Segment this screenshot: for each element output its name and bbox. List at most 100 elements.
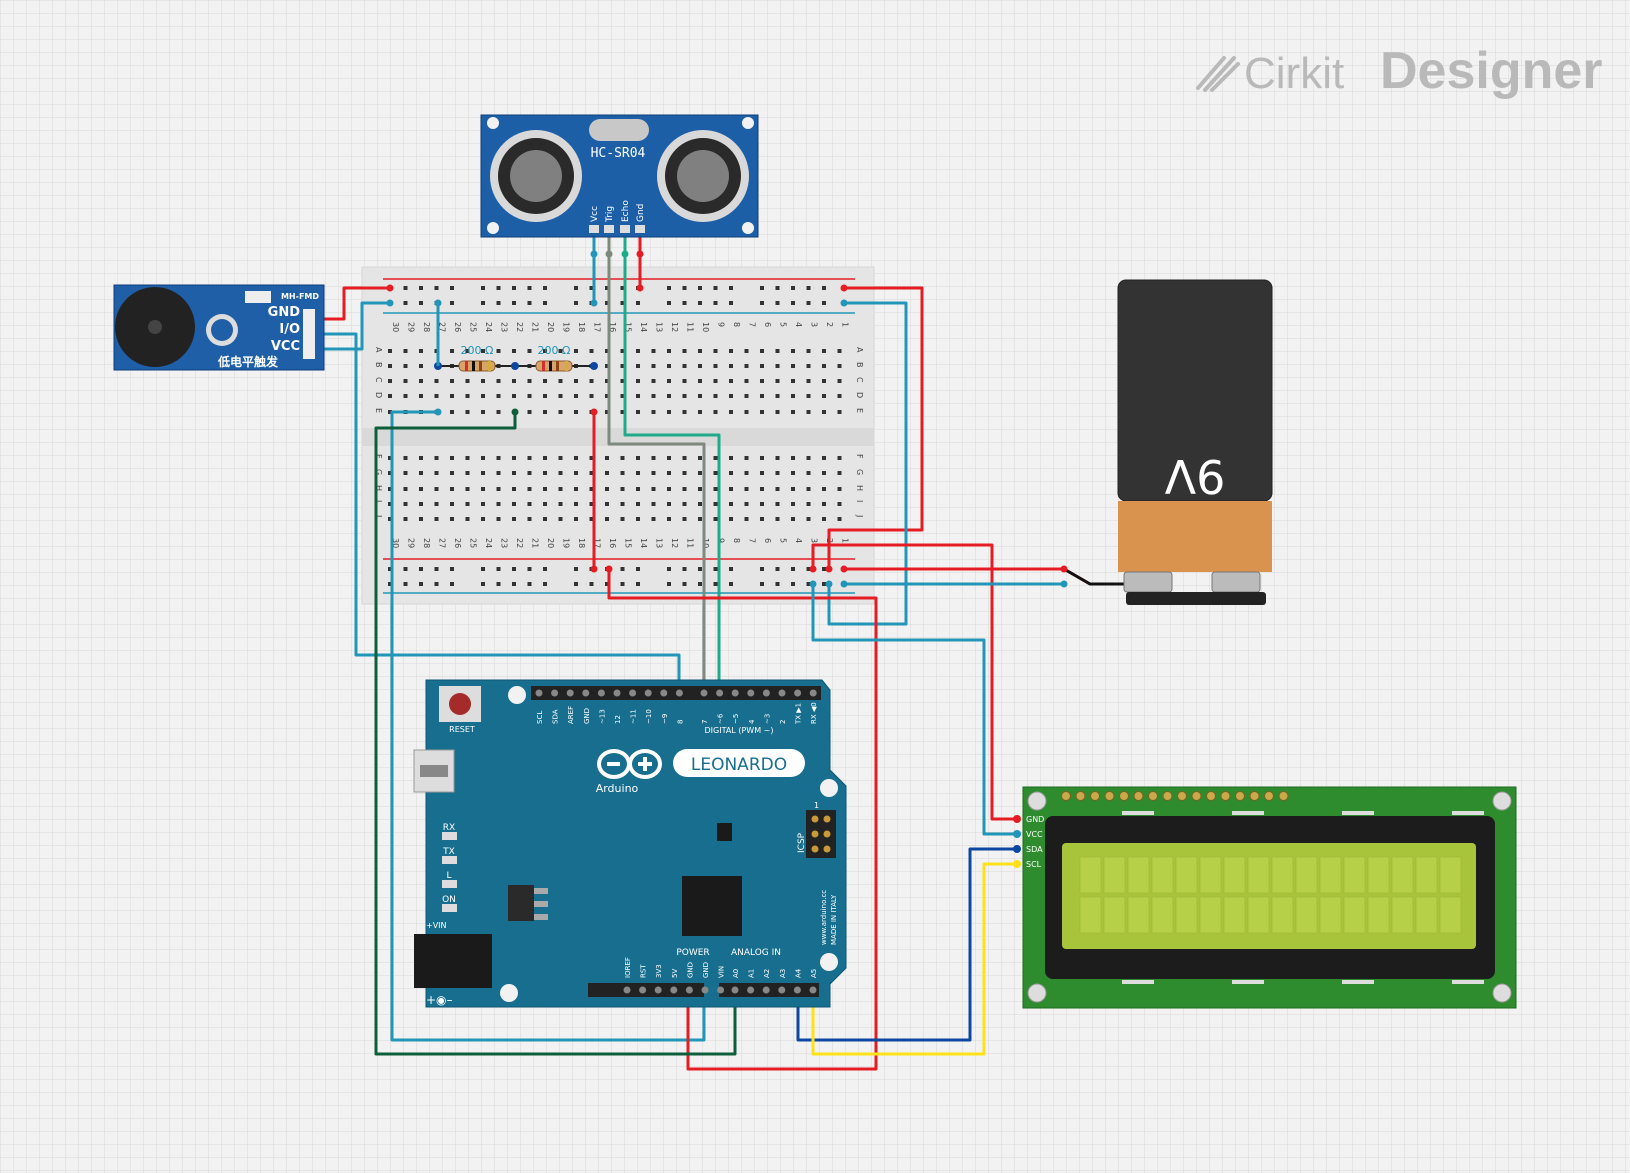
digital-pin[interactable] <box>582 689 590 697</box>
status-led <box>442 856 457 864</box>
analog-pin[interactable] <box>731 986 739 994</box>
wire-battery-pos <box>811 543 1017 821</box>
wire-endpoint[interactable] <box>840 284 848 292</box>
power-jack[interactable] <box>414 934 492 988</box>
digital-pin[interactable] <box>778 689 786 697</box>
lcd-pin[interactable] <box>1013 815 1021 823</box>
resistor-1[interactable]: 200 Ω <box>438 344 515 372</box>
bb-row-label: E <box>374 408 383 413</box>
lcd-cell <box>1391 856 1414 894</box>
lcd-16x2[interactable]: GND VCC SDA SCL <box>1013 786 1517 1009</box>
bb-col-label: 1 <box>841 322 850 327</box>
digital-pin[interactable] <box>566 689 574 697</box>
wire-endpoint[interactable] <box>590 299 598 307</box>
breadboard-holes <box>388 286 842 586</box>
wire-endpoint[interactable] <box>511 408 519 416</box>
bb-row-label: F <box>374 454 383 459</box>
wire-endpoint[interactable] <box>636 284 644 292</box>
analog-pin[interactable] <box>793 986 801 994</box>
wire-endpoint[interactable] <box>605 250 613 258</box>
digital-pin[interactable] <box>809 689 817 697</box>
bb-col-label: 25 <box>469 322 478 332</box>
buzzer-module[interactable]: MH-FMD GND I/O VCC 低电平触发 <box>113 284 325 371</box>
wire-endpoint[interactable] <box>386 299 394 307</box>
wire-endpoint[interactable] <box>1060 565 1068 573</box>
digital-pin[interactable] <box>597 689 605 697</box>
digital-pin-label: ~3 <box>763 714 771 724</box>
power-pin[interactable] <box>717 986 725 994</box>
arduino-model: LEONARDO <box>691 755 787 775</box>
wire-endpoint[interactable] <box>840 580 848 588</box>
wire-buzzer-gnd <box>316 286 390 321</box>
power-pin[interactable] <box>639 986 647 994</box>
analog-pin[interactable] <box>762 986 770 994</box>
digital-pin[interactable] <box>629 689 637 697</box>
digital-pin[interactable] <box>794 689 802 697</box>
bb-col-label: 4 <box>794 322 803 327</box>
wire-endpoint[interactable] <box>434 408 442 416</box>
brand-name-light: Cirkit <box>1244 49 1344 98</box>
wire-endpoint[interactable] <box>621 250 629 258</box>
digital-pin[interactable] <box>551 689 559 697</box>
bb-row-label: F <box>855 454 864 459</box>
power-pin[interactable] <box>654 986 662 994</box>
sensor-pin-echo-label: Echo <box>621 200 631 222</box>
analog-pin[interactable] <box>778 986 786 994</box>
wire-endpoint[interactable] <box>386 284 394 292</box>
digital-pin[interactable] <box>675 689 683 697</box>
digital-pin[interactable] <box>700 689 708 697</box>
wire-endpoint[interactable] <box>636 250 644 258</box>
wire-endpoint[interactable] <box>1060 580 1068 588</box>
lcd-top-pins <box>1013 791 1484 984</box>
lcd-pin[interactable] <box>1013 845 1021 853</box>
icsp-pin <box>811 815 819 823</box>
wire-endpoint[interactable] <box>590 408 598 416</box>
hc-sr04-sensor[interactable]: HC-SR04 Vcc Trig Echo Gnd <box>480 114 759 238</box>
bb-col-label: 6 <box>763 538 772 543</box>
power-pin[interactable] <box>685 986 693 994</box>
wire-endpoint[interactable] <box>809 580 817 588</box>
analog-pin[interactable] <box>747 986 755 994</box>
wire-endpoint[interactable] <box>590 565 598 573</box>
lcd-pin[interactable] <box>1013 830 1021 838</box>
power-pin[interactable] <box>623 986 631 994</box>
bb-col-label: 6 <box>763 322 772 327</box>
lcd-pin[interactable] <box>1013 860 1021 868</box>
power-pin[interactable] <box>701 986 709 994</box>
bb-col-label: 3 <box>810 538 819 543</box>
digital-pin[interactable] <box>762 689 770 697</box>
wire-endpoint[interactable] <box>434 299 442 307</box>
wire-trig <box>607 231 706 693</box>
digital-pin[interactable] <box>660 689 668 697</box>
wire-endpoint[interactable] <box>825 580 833 588</box>
buzzer-pin-vcc-label: VCC <box>271 339 300 354</box>
resistor-2[interactable]: 200 Ω <box>515 344 594 372</box>
digital-pin[interactable] <box>747 689 755 697</box>
power-pin[interactable] <box>670 986 678 994</box>
wire-endpoint[interactable] <box>605 565 613 573</box>
wire-endpoint[interactable] <box>590 250 598 258</box>
digital-pin[interactable] <box>644 689 652 697</box>
bb-row-label: G <box>855 469 864 475</box>
wire-endpoint[interactable] <box>840 565 848 573</box>
wire-endpoint[interactable] <box>809 565 817 573</box>
digital-pin[interactable] <box>731 689 739 697</box>
analog-pin-label: A2 <box>763 969 771 978</box>
wire-endpoint[interactable] <box>825 565 833 573</box>
digital-pin[interactable] <box>613 689 621 697</box>
digital-pin[interactable] <box>716 689 724 697</box>
resistor-2-label: 200 Ω <box>538 344 571 357</box>
digital-pin[interactable] <box>535 689 543 697</box>
battery-9v[interactable]: 9V <box>1117 279 1273 605</box>
bb-col-label: 8 <box>732 322 741 327</box>
analog-pin[interactable] <box>809 986 817 994</box>
lcd-header-pin <box>1075 791 1086 801</box>
lcd-header-pin <box>1235 791 1245 801</box>
wire-endpoint[interactable] <box>840 299 848 307</box>
lcd-cell <box>1079 856 1102 894</box>
sensor-pin-gnd-label: Gnd <box>636 204 646 222</box>
icsp-pin1-label: 1 <box>814 801 819 810</box>
lcd-cell <box>1223 856 1246 894</box>
